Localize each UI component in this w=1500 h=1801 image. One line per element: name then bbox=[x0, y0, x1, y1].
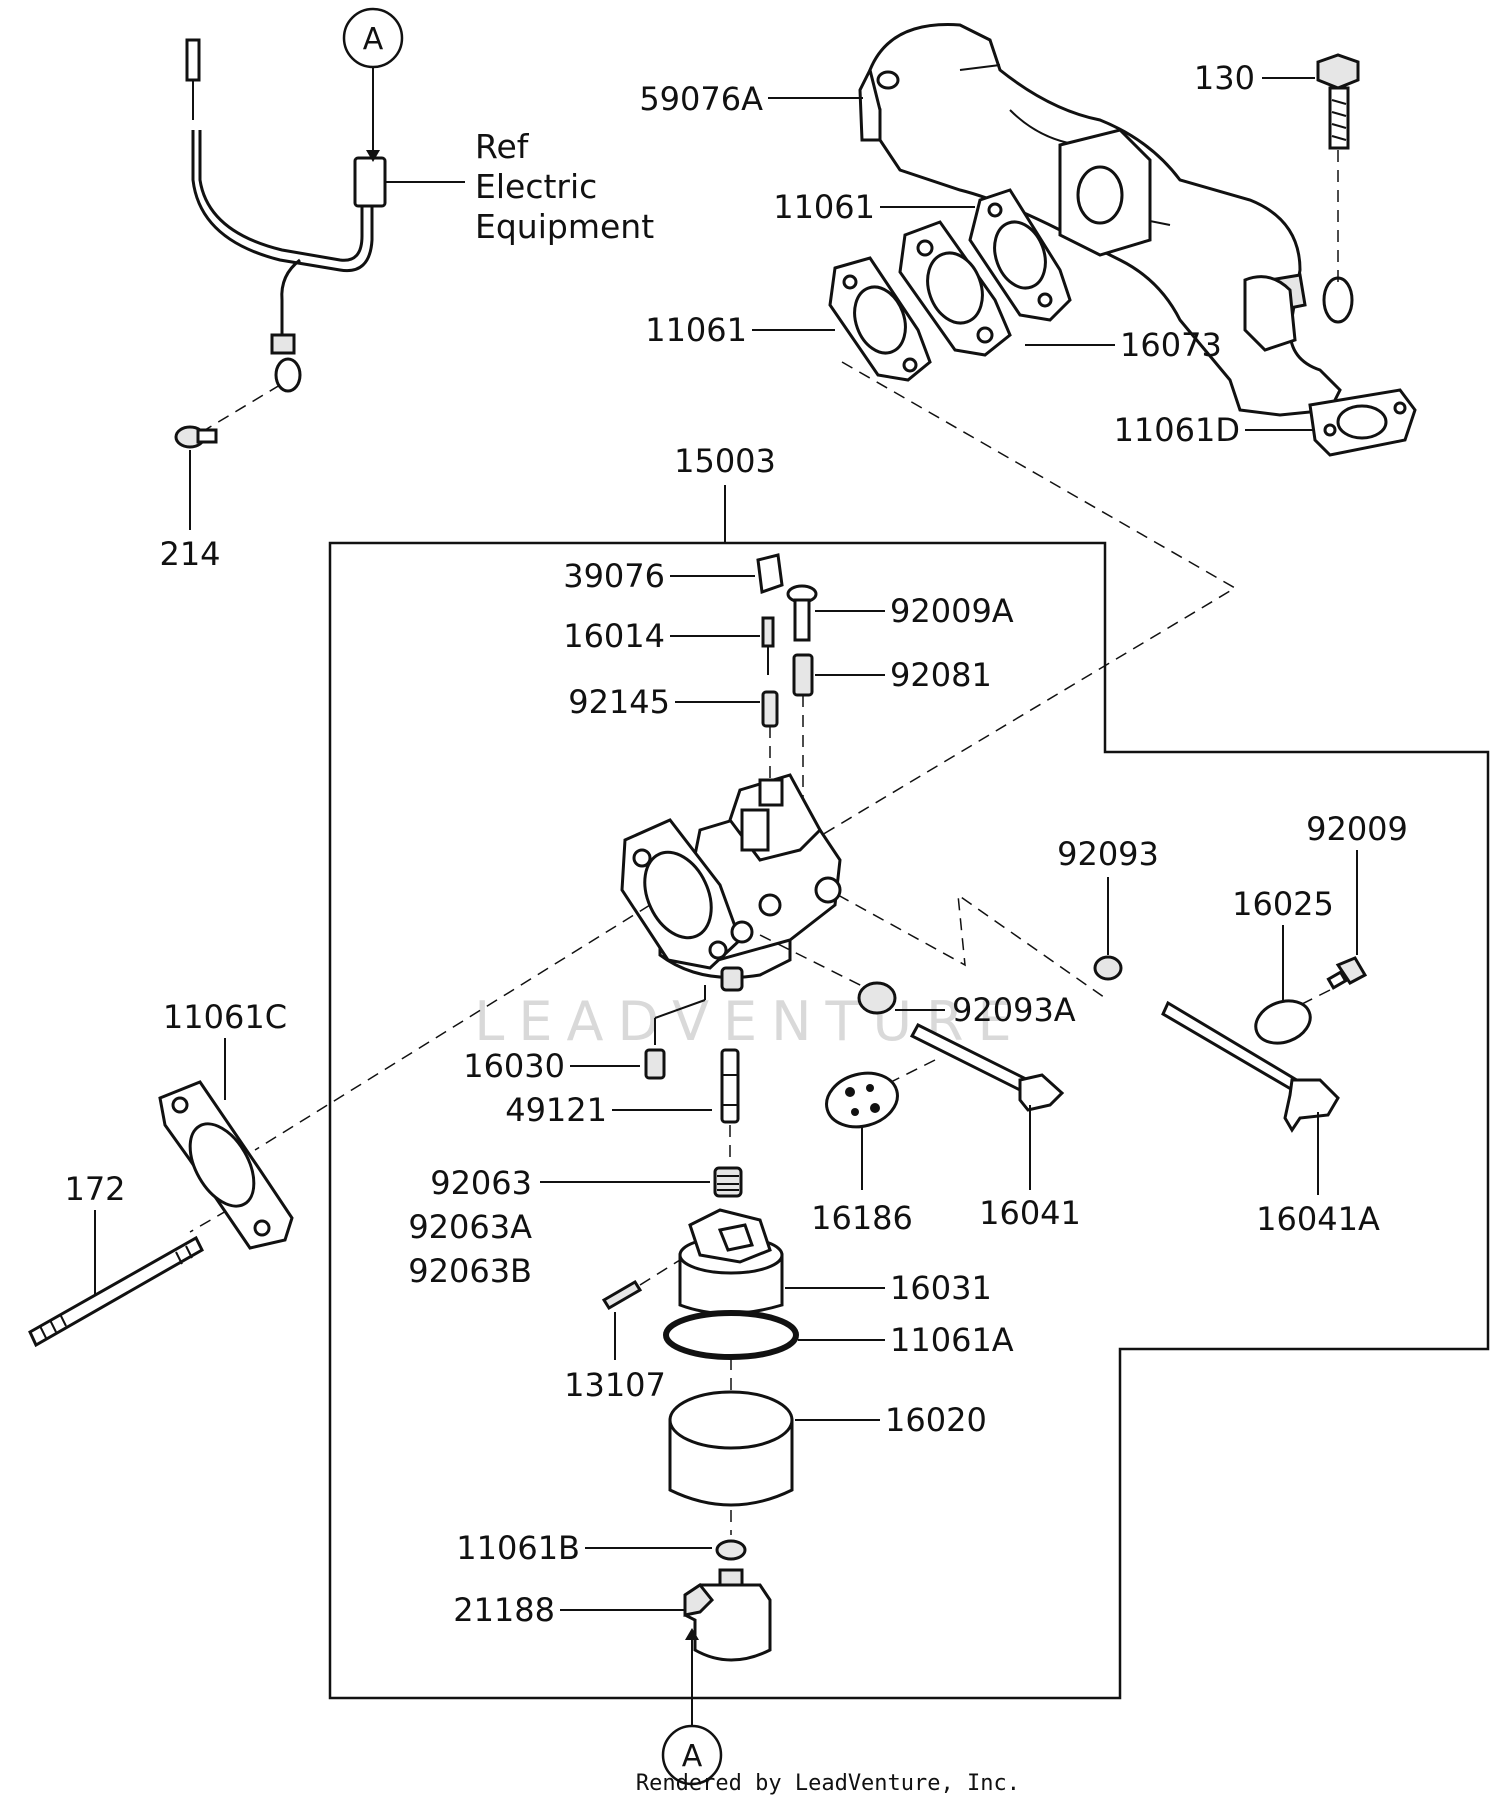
needle-49121 bbox=[720, 1048, 740, 1124]
label-11061-mid: 11061 bbox=[645, 311, 747, 349]
shaft-16041A bbox=[1161, 1000, 1340, 1133]
assembly-boundary bbox=[328, 541, 1490, 1700]
bolt-130: 130 bbox=[1194, 53, 1360, 290]
ring-terminal-sleeve bbox=[270, 333, 296, 355]
callout-a-top: A bbox=[342, 7, 404, 162]
label-130: 130 bbox=[1194, 59, 1255, 97]
label-16020: 16020 bbox=[885, 1401, 987, 1439]
intake-manifold bbox=[858, 23, 1354, 417]
label-92093: 92093 bbox=[1057, 835, 1159, 873]
ring-terminal bbox=[274, 357, 302, 393]
label-92063: 92063 bbox=[430, 1164, 532, 1202]
ref-note-line-3: Equipment bbox=[475, 207, 654, 246]
gasket-11061C bbox=[158, 1080, 294, 1250]
label-92063A: 92063A bbox=[408, 1208, 532, 1246]
pin-13107 bbox=[601, 1279, 643, 1311]
label-92063B: 92063B bbox=[408, 1252, 532, 1290]
label-16073: 16073 bbox=[1120, 326, 1222, 364]
needle-stack bbox=[756, 553, 818, 800]
label-16041: 16041 bbox=[979, 1194, 1081, 1232]
wire-terminal-pin bbox=[185, 38, 201, 82]
callout-a-bottom-text: A bbox=[682, 1739, 703, 1774]
label-92009: 92009 bbox=[1306, 810, 1408, 848]
label-92093A: 92093A bbox=[952, 991, 1076, 1029]
float-bowl-16020 bbox=[668, 1390, 794, 1507]
render-credit: Rendered by LeadVenture, Inc. bbox=[636, 1771, 1020, 1796]
ref-note-line-1: Ref bbox=[475, 127, 530, 166]
gasket-stack bbox=[828, 188, 1072, 382]
label-13107: 13107 bbox=[564, 1366, 666, 1404]
label-214: 214 bbox=[159, 535, 220, 573]
wire-connector bbox=[353, 156, 387, 208]
label-92009A: 92009A bbox=[890, 592, 1014, 630]
label-11061B: 11061B bbox=[456, 1529, 580, 1567]
callout-a-bottom: A bbox=[661, 1628, 723, 1786]
label-11061A: 11061A bbox=[890, 1321, 1014, 1359]
label-11061C: 11061C bbox=[163, 998, 287, 1036]
bushing-92093 bbox=[1093, 955, 1123, 981]
label-11061D: 11061D bbox=[1114, 411, 1240, 449]
label-16041A: 16041A bbox=[1256, 1200, 1380, 1238]
gasket-11061D bbox=[1308, 388, 1417, 457]
label-92081: 92081 bbox=[890, 656, 992, 694]
ref-note-line-2: Electric bbox=[475, 167, 597, 206]
screw-92009 bbox=[1326, 956, 1368, 990]
bushing-92093A bbox=[857, 981, 897, 1015]
label-16031: 16031 bbox=[890, 1269, 992, 1307]
plate-16186 bbox=[825, 1071, 899, 1129]
label-16186: 16186 bbox=[811, 1199, 913, 1237]
plate-16025 bbox=[1254, 999, 1312, 1045]
label-21188: 21188 bbox=[453, 1591, 555, 1629]
oring-11061A bbox=[663, 1310, 799, 1360]
label-16025: 16025 bbox=[1232, 885, 1334, 923]
label-172: 172 bbox=[64, 1170, 125, 1208]
label-92145: 92145 bbox=[568, 683, 670, 721]
stud-172 bbox=[28, 1235, 204, 1348]
jet-16030 bbox=[644, 1048, 666, 1080]
label-59076A: 59076A bbox=[639, 80, 763, 118]
clip-39076 bbox=[756, 553, 784, 595]
shaft-16041 bbox=[909, 1023, 1065, 1112]
solenoid-21188 bbox=[683, 1568, 772, 1662]
label-16014: 16014 bbox=[563, 617, 665, 655]
label-49121: 49121 bbox=[505, 1091, 607, 1129]
label-39076: 39076 bbox=[563, 557, 665, 595]
label-16030: 16030 bbox=[463, 1047, 565, 1085]
callout-a-top-text: A bbox=[363, 22, 384, 57]
float-16031 bbox=[678, 1208, 784, 1315]
washer-11061B bbox=[715, 1539, 747, 1561]
spring-92063 bbox=[713, 1166, 743, 1198]
carburetor-body bbox=[620, 773, 842, 992]
assembly-label: 15003 bbox=[674, 442, 776, 480]
label-11061-top: 11061 bbox=[773, 188, 875, 226]
wire-harness: 214 bbox=[159, 38, 387, 573]
